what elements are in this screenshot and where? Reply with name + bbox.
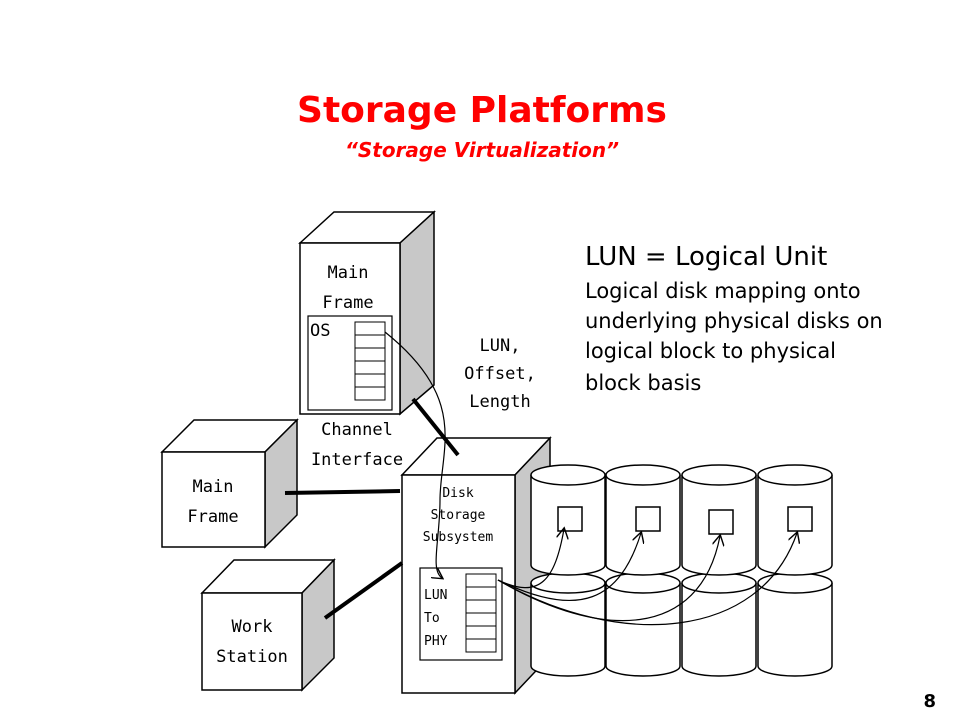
connection-workstation	[323, 561, 404, 620]
map-arrow-4	[497, 533, 797, 626]
mainframe-top-label-1: Main	[328, 263, 369, 283]
mapping-label-3: PHY	[424, 634, 448, 649]
slide-title: Storage Platforms	[297, 90, 667, 131]
lun-request-label-3: Length	[469, 392, 530, 412]
lun-request-label-2: Offset,	[464, 364, 536, 384]
definition-line-4: block basis	[585, 371, 701, 395]
disk-bottom-4	[757, 572, 833, 677]
connection-mainframe-left	[284, 489, 401, 495]
mainframe-left: Main Frame	[160, 418, 299, 549]
lun-request-arrow	[384, 331, 446, 578]
channel-label-1: Channel	[321, 420, 393, 440]
definition-line-3: logical block to physical	[585, 339, 836, 363]
disk-top-3	[681, 464, 757, 576]
mainframe-left-label-2: Frame	[187, 507, 238, 527]
block-3	[708, 509, 734, 535]
physical-disks	[530, 464, 833, 677]
subsystem-label-2: Storage	[431, 508, 486, 523]
disk-top-4	[757, 464, 833, 576]
map-arrow-2	[497, 533, 641, 602]
workstation-label-2: Station	[216, 647, 288, 667]
workstation: Work Station	[200, 558, 336, 692]
disk-storage-subsystem: Disk Storage Subsystem LUN To PHY	[400, 436, 552, 695]
os-label: OS	[310, 321, 330, 341]
mapping-table	[465, 573, 497, 653]
disk-bottom-3	[681, 572, 757, 677]
subsystem-label-3: Subsystem	[423, 530, 494, 545]
os-table	[354, 321, 386, 401]
subsystem-label-1: Disk	[442, 486, 473, 501]
disk-top-2	[605, 464, 681, 576]
mainframe-top-label-2: Frame	[322, 293, 373, 313]
slide-number: 8	[923, 691, 936, 712]
disk-bottom-2	[605, 572, 681, 677]
channel-label-2: Interface	[311, 450, 403, 470]
block-2	[635, 506, 661, 532]
block-1	[557, 506, 583, 532]
disk-bottom-1	[530, 572, 606, 677]
definition-heading: LUN = Logical Unit	[585, 242, 827, 272]
definition-line-2: underlying physical disks on	[585, 309, 883, 333]
block-4	[787, 506, 813, 532]
mainframe-top: Main Frame OS	[298, 210, 436, 416]
lun-request-label-1: LUN,	[480, 336, 521, 356]
map-arrow-1	[497, 529, 564, 589]
disk-top-1	[530, 464, 606, 576]
mainframe-left-label-1: Main	[193, 477, 234, 497]
slide-subtitle: “Storage Virtualization”	[345, 138, 619, 162]
connection-mainframe-top	[411, 397, 460, 457]
definition-line-1: Logical disk mapping onto	[585, 279, 861, 303]
mapping-label-1: LUN	[424, 588, 447, 603]
mapping-label-2: To	[424, 611, 440, 626]
workstation-label-1: Work	[232, 617, 273, 637]
